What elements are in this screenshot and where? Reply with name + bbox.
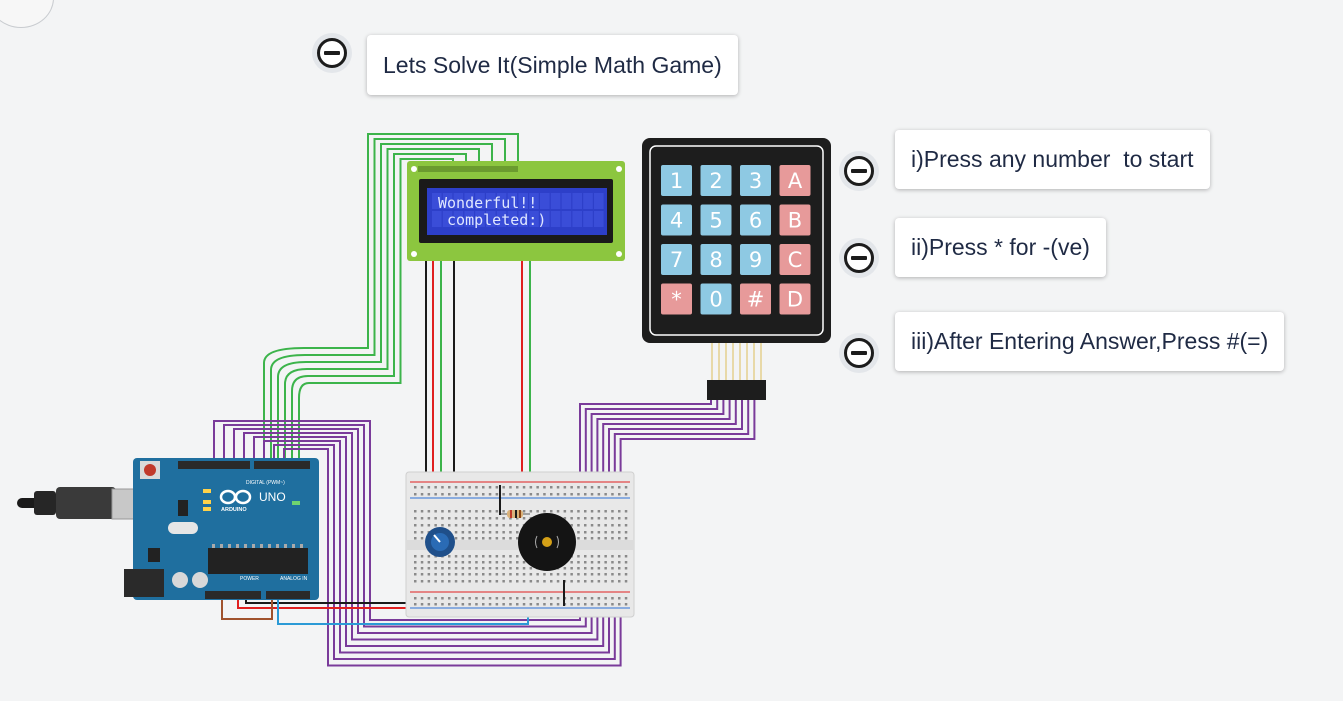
analog-label: ANALOG IN: [280, 576, 308, 582]
potentiometer[interactable]: [425, 527, 455, 557]
lcd-line-1: Wonderful!!: [438, 194, 537, 212]
keypad-key-label: 7: [670, 248, 683, 272]
collapse-instruction-2-button[interactable]: [839, 238, 879, 278]
arduino-model: UNO: [259, 490, 286, 504]
keypad-key-label: 4: [670, 209, 683, 233]
minus-icon: [844, 243, 874, 273]
keypad-key-label: B: [788, 209, 802, 233]
keypad-key-label: C: [788, 248, 803, 272]
lcd-power-wires[interactable]: [425, 258, 531, 490]
keypad-key-*[interactable]: *: [661, 283, 692, 315]
keypad-key-label: 3: [749, 169, 762, 193]
keypad-key-3[interactable]: 3: [740, 165, 771, 196]
instruction-note-1[interactable]: i)Press any number to start: [895, 130, 1210, 189]
keypad-key-label: 5: [709, 209, 722, 233]
arduino-uno-board[interactable]: UNO ARDUINO DIGITAL (PWM~) POWER ANALOG …: [17, 458, 319, 600]
lcd-line-2: completed:): [438, 211, 546, 229]
lcd-16x2[interactable]: Wonderful!! completed:): [407, 161, 625, 261]
keypad-key-C[interactable]: C: [779, 244, 811, 275]
breadboard[interactable]: [405, 471, 635, 618]
power-label: POWER: [240, 576, 259, 582]
keypad-key-A[interactable]: A: [779, 165, 811, 196]
piezo-buzzer[interactable]: [518, 513, 576, 571]
minus-icon: [844, 338, 874, 368]
keypad-key-9[interactable]: 9: [740, 244, 771, 275]
keypad-key-label: D: [787, 288, 803, 312]
collapse-instruction-1-button[interactable]: [839, 151, 879, 191]
keypad-key-label: *: [671, 288, 682, 312]
lcd-data-wires[interactable]: [263, 133, 519, 462]
instruction-note-3[interactable]: iii)After Entering Answer,Press #(=): [895, 312, 1285, 371]
keypad-key-label: 1: [670, 169, 683, 193]
collapse-instruction-3-button[interactable]: [839, 333, 879, 373]
minus-icon: [317, 38, 347, 68]
keypad-key-6[interactable]: 6: [740, 204, 771, 236]
keypad-key-7[interactable]: 7: [661, 244, 692, 275]
resistor: [500, 510, 530, 518]
instruction-text-2: ii)Press * for -(ve): [911, 234, 1090, 260]
digital-label: DIGITAL (PWM~): [246, 480, 285, 486]
circuit-title: Lets Solve It(Simple Math Game): [383, 51, 722, 78]
keypad-key-0[interactable]: 0: [700, 283, 732, 315]
keypad-key-5[interactable]: 5: [700, 204, 732, 236]
keypad-key-8[interactable]: 8: [700, 244, 732, 275]
arduino-logo: [219, 489, 252, 505]
instruction-text-1: i)Press any number to start: [911, 146, 1194, 172]
keypad-key-label: A: [788, 169, 803, 193]
arduino-brand: ARDUINO: [221, 507, 247, 513]
keypad-key-#[interactable]: #: [740, 283, 771, 315]
keypad-key-1[interactable]: 1: [661, 165, 692, 196]
keypad-key-label: 8: [709, 248, 722, 272]
keypad-key-label: 2: [709, 169, 722, 193]
minus-icon: [844, 156, 874, 186]
keypad-key-label: #: [747, 288, 765, 312]
keypad-key-D[interactable]: D: [779, 283, 811, 315]
keypad-key-label: 6: [749, 209, 762, 233]
keypad-wires[interactable]: [213, 400, 756, 667]
circuit-title-note[interactable]: Lets Solve It(Simple Math Game): [367, 35, 738, 95]
keypad-key-label: 0: [709, 288, 722, 312]
instruction-text-3: iii)After Entering Answer,Press #(=): [911, 328, 1269, 354]
keypad-key-4[interactable]: 4: [661, 204, 692, 236]
keypad-key-2[interactable]: 2: [700, 165, 732, 196]
keypad-key-label: 9: [749, 248, 762, 272]
keypad-4x4[interactable]: 1 2 3 A 4 5 6 B 7 8 9 C * 0 # D: [642, 138, 831, 400]
keypad-key-B[interactable]: B: [779, 204, 811, 236]
instruction-note-2[interactable]: ii)Press * for -(ve): [895, 218, 1106, 277]
collapse-title-note-button[interactable]: [312, 33, 352, 73]
